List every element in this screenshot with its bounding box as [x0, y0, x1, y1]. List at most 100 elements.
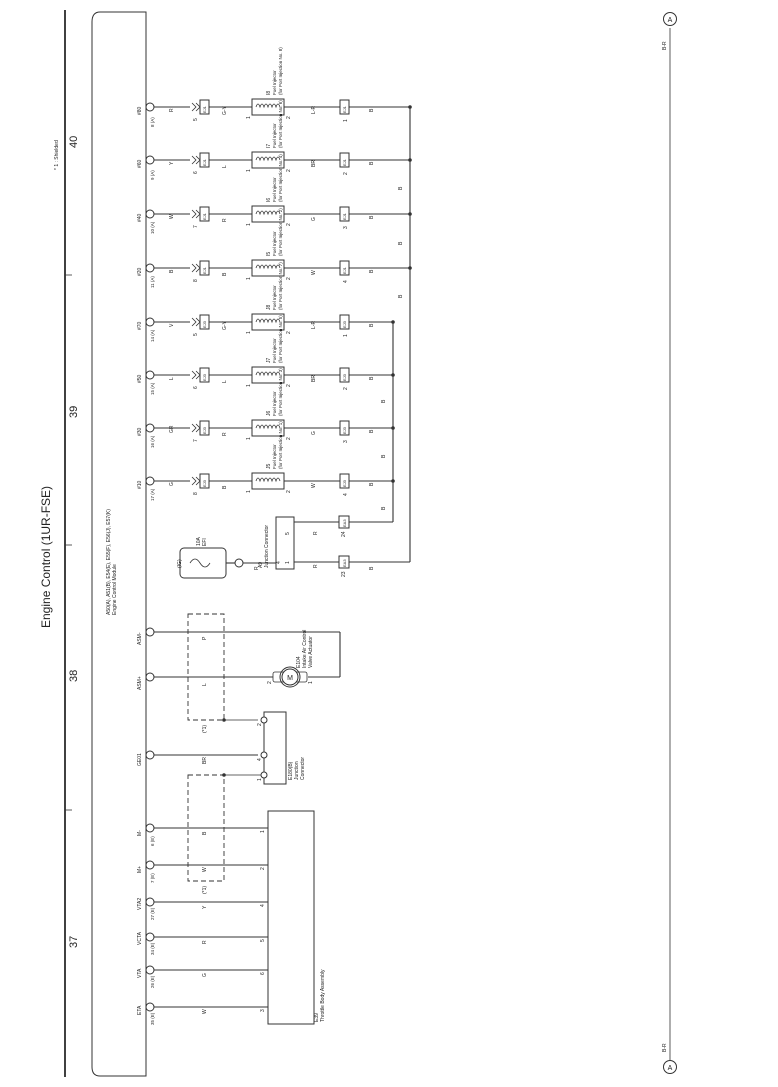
injector-coil [255, 424, 281, 430]
wire-color: W [202, 1009, 208, 1014]
wire-color: B [369, 482, 375, 486]
throttle-pin-number: 6 [260, 972, 266, 975]
connector-label: EJ1 [342, 212, 347, 220]
ecm-terminal[interactable] [145, 897, 155, 907]
ecm-pin-number: 27 (E) [150, 907, 155, 920]
wire-color: G [311, 217, 317, 221]
ecm-terminal-asm-plus[interactable] [145, 672, 155, 682]
e180-id: E180(B) [288, 761, 294, 780]
injector-coil [255, 210, 281, 216]
wire-color: BR [202, 757, 208, 764]
a9-name: Junction Connector [264, 525, 270, 568]
ecm-terminal[interactable] [145, 860, 155, 870]
ecm-pin-ge01: GE01 [137, 753, 143, 766]
wire-color: R [313, 564, 319, 568]
connector-label: EJ3 [342, 479, 347, 487]
offpage-connector-bottom[interactable] [663, 1060, 677, 1074]
injector-id: I8 [266, 91, 272, 95]
ecm-terminal-asm-minus[interactable] [145, 627, 155, 637]
injector-pin: 2 [286, 116, 292, 119]
wire-color: B [222, 485, 228, 489]
wire-color: W [311, 483, 317, 488]
injector-id: I7 [266, 144, 272, 148]
shield-note: (*1) [202, 886, 208, 894]
connector-pin: 5 [193, 333, 199, 336]
actuator-name-2: Valve Actuator [308, 636, 314, 668]
injector-pin: 1 [246, 223, 252, 226]
throttle-name: Throttle Body Assembly [320, 969, 326, 1022]
wire-color: G-Y [222, 320, 228, 330]
ea3-label: EA3 [342, 519, 347, 527]
wire-color: W [169, 214, 175, 219]
wire-color: R [222, 432, 228, 436]
throttle-pin-number: 3 [260, 1009, 266, 1012]
connector-pin: 1 [343, 334, 349, 337]
connector-pin: 6 [193, 171, 199, 174]
ecm-terminal[interactable] [145, 476, 155, 486]
e180-pin: 1 [257, 778, 263, 781]
injector-pin: 2 [286, 490, 292, 493]
wire-color: B [398, 294, 404, 298]
page-number: 39 [68, 406, 80, 418]
ecm-terminal[interactable] [145, 209, 155, 219]
injector-pin: 2 [286, 331, 292, 334]
ecm-terminal[interactable] [145, 423, 155, 433]
ecm-pin-number: 6 (E) [150, 836, 155, 846]
page-number: 37 [68, 936, 80, 948]
injector-sub: (for Port Injection No. 1) [278, 421, 283, 469]
wire-color: B [369, 269, 375, 273]
wire-color: B [381, 399, 387, 403]
ecm-pin-name: ETA [137, 1005, 143, 1015]
offpage-connector-top[interactable] [663, 12, 677, 26]
ecm-terminal[interactable] [145, 155, 155, 165]
injector-sub: (for Port Injection No. 2) [278, 208, 283, 256]
connector-pin: 6 [193, 386, 199, 389]
ecm-terminal[interactable] [145, 102, 155, 112]
wire-color: B [398, 241, 404, 245]
actuator-pin: 2 [267, 681, 273, 684]
injector-coil [255, 371, 281, 377]
wire-color: W [202, 867, 208, 872]
wire-color: G [311, 431, 317, 435]
connector-label: EJ3 [202, 426, 207, 434]
ecm-terminal[interactable] [145, 1002, 155, 1012]
injector-coil [255, 156, 281, 162]
ecm-terminal[interactable] [145, 965, 155, 975]
ecm-terminal[interactable] [145, 932, 155, 942]
throttle-id: E39 [314, 1013, 320, 1022]
ecm-name: Engine Control Module [112, 564, 118, 615]
wire-color: G [169, 482, 175, 486]
connector-pin: 1 [343, 119, 349, 122]
wire-color: B [169, 269, 175, 273]
ecm-terminal-ge01[interactable] [145, 750, 155, 760]
ecm-pin-name: #10 [137, 480, 143, 489]
injector-pin: 2 [286, 223, 292, 226]
injector-pin: 2 [286, 277, 292, 280]
ecm-terminal[interactable] [145, 370, 155, 380]
injector-name: Fuel Injector [272, 444, 277, 469]
throttle-body-assembly-block [267, 810, 315, 1025]
motor-symbol [281, 668, 299, 686]
offpage-wire-top: B-R [662, 41, 668, 50]
wire-color: G-Y [222, 105, 228, 115]
injector-pin: 1 [246, 490, 252, 493]
fuse-name: EFI [202, 538, 208, 546]
connector-label: EJ3 [202, 320, 207, 328]
ecm-terminal[interactable] [145, 823, 155, 833]
e180-terminal [260, 771, 268, 779]
ecm-pin-name: VTA [137, 968, 143, 978]
ecm-terminal[interactable] [145, 317, 155, 327]
ecm-pin-name: #60 [137, 159, 143, 168]
actuator-id: E104 [296, 656, 302, 668]
wire-color: B [222, 272, 228, 276]
wire-color: V [169, 323, 175, 327]
ea3-pin: 24 [341, 531, 347, 537]
wire-color: R [202, 940, 208, 944]
injector-name: Fuel Injector [272, 70, 277, 95]
page-number: 38 [68, 670, 80, 682]
ecm-terminal[interactable] [145, 263, 155, 273]
engine-control-module-block [91, 11, 147, 1077]
